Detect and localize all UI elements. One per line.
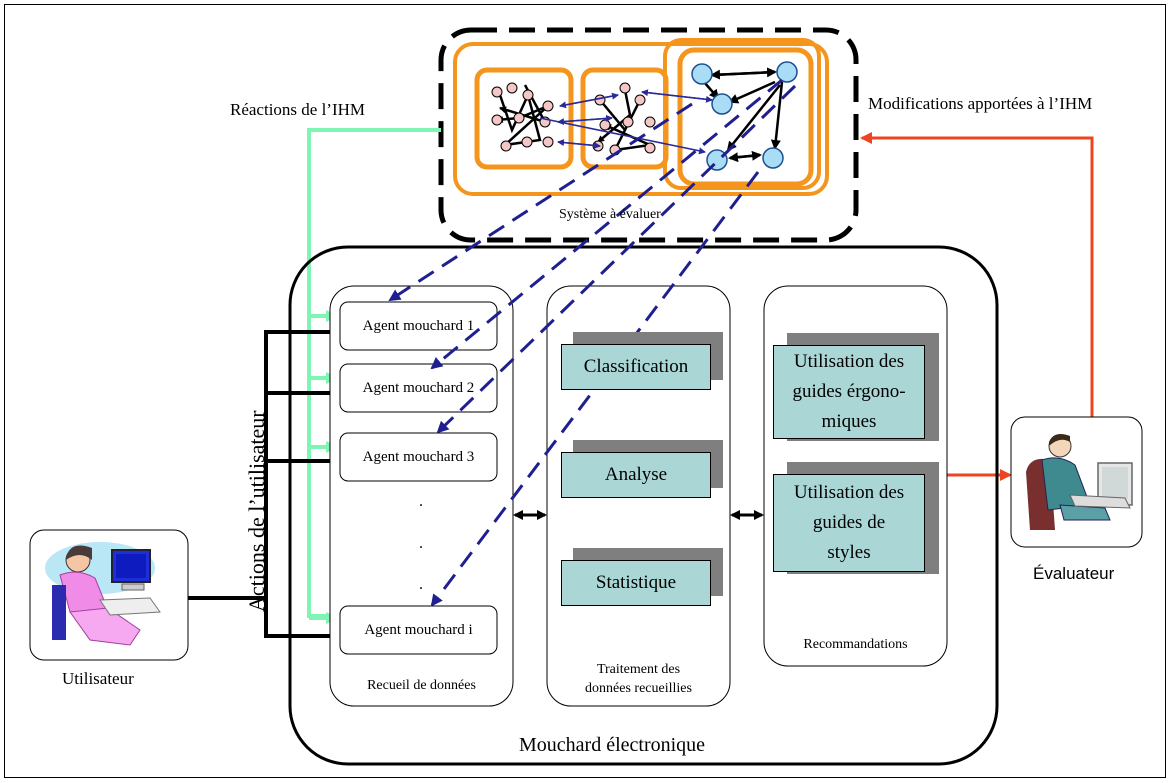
evaluator-illustration bbox=[1010, 416, 1143, 548]
user-actions-label: Actions de l’utilisateur bbox=[244, 410, 269, 612]
evaluator-label: Évaluateur bbox=[1033, 564, 1115, 583]
large-agents bbox=[691, 61, 798, 171]
agent-box-3 bbox=[339, 432, 498, 482]
agent-box-1 bbox=[339, 301, 498, 351]
reaction-label: Réactions de l’IHM bbox=[230, 100, 366, 119]
agent-label-1: Agent mouchard 1 bbox=[362, 318, 475, 334]
system-dashed-border bbox=[438, 27, 859, 243]
step-classification: Classification bbox=[561, 344, 711, 390]
trace-arrow-2 bbox=[430, 78, 783, 370]
agent-label-2: Agent mouchard 2 bbox=[362, 380, 475, 396]
system-label: Système à évaluer bbox=[559, 207, 661, 222]
agent-label-3: Agent mouchard 3 bbox=[362, 449, 475, 465]
agent-group-3 bbox=[677, 47, 814, 187]
guide-ergonomic-line1: Utilisation des bbox=[793, 351, 905, 372]
diagram-frame bbox=[4, 4, 1166, 778]
agent-group-3-outer bbox=[663, 38, 821, 190]
step-statistique: Statistique bbox=[561, 560, 711, 606]
guide-ergonomic-line2: guides érgono- bbox=[792, 381, 906, 402]
action-line bbox=[188, 327, 340, 600]
mouchard-container bbox=[288, 245, 999, 766]
agent-network-large bbox=[703, 67, 784, 163]
collection-title: Recueil de données bbox=[367, 678, 476, 693]
system-outer-orange bbox=[453, 42, 829, 196]
modification-arrow bbox=[860, 132, 1094, 417]
user-illustration bbox=[29, 529, 189, 661]
trace-arrow-1 bbox=[388, 102, 693, 302]
guide-ergonomic-line3: miques bbox=[821, 411, 877, 432]
agent-group-1 bbox=[474, 67, 574, 170]
processing-title-line2: données recueillies bbox=[585, 681, 692, 696]
guide-styles-line3: styles bbox=[827, 542, 871, 563]
guide-styles: Utilisation des guides de styles bbox=[773, 474, 925, 572]
action-arrow-i bbox=[264, 598, 340, 641]
inter-group-links bbox=[539, 89, 713, 155]
small-agents bbox=[491, 82, 656, 156]
processing-title: Traitement des données recueillies bbox=[547, 660, 730, 698]
recommendation-title: Recommandations bbox=[803, 637, 908, 652]
agent-box-2 bbox=[339, 363, 498, 413]
guide-styles-line1: Utilisation des bbox=[793, 482, 905, 503]
guide-styles-line2: guides de bbox=[812, 512, 886, 533]
trace-arrow-i bbox=[430, 171, 760, 607]
agent-label-i: Agent mouchard i bbox=[364, 622, 473, 638]
user-label: Utilisateur bbox=[62, 669, 134, 688]
step-analyse: Analyse bbox=[561, 452, 711, 498]
agent-box-i bbox=[339, 605, 498, 655]
mouchard-title: Mouchard électronique bbox=[519, 734, 706, 756]
ellipsis-dot-1: . bbox=[419, 493, 423, 510]
ellipsis-dot-2: . bbox=[419, 535, 423, 552]
guide-ergonomic: Utilisation des guides érgono- miques bbox=[773, 345, 925, 439]
ellipsis-dot-3: . bbox=[419, 576, 423, 593]
modification-label: Modifications apportées à l’IHM bbox=[868, 94, 1093, 113]
processing-title-line1: Traitement des bbox=[596, 662, 681, 677]
